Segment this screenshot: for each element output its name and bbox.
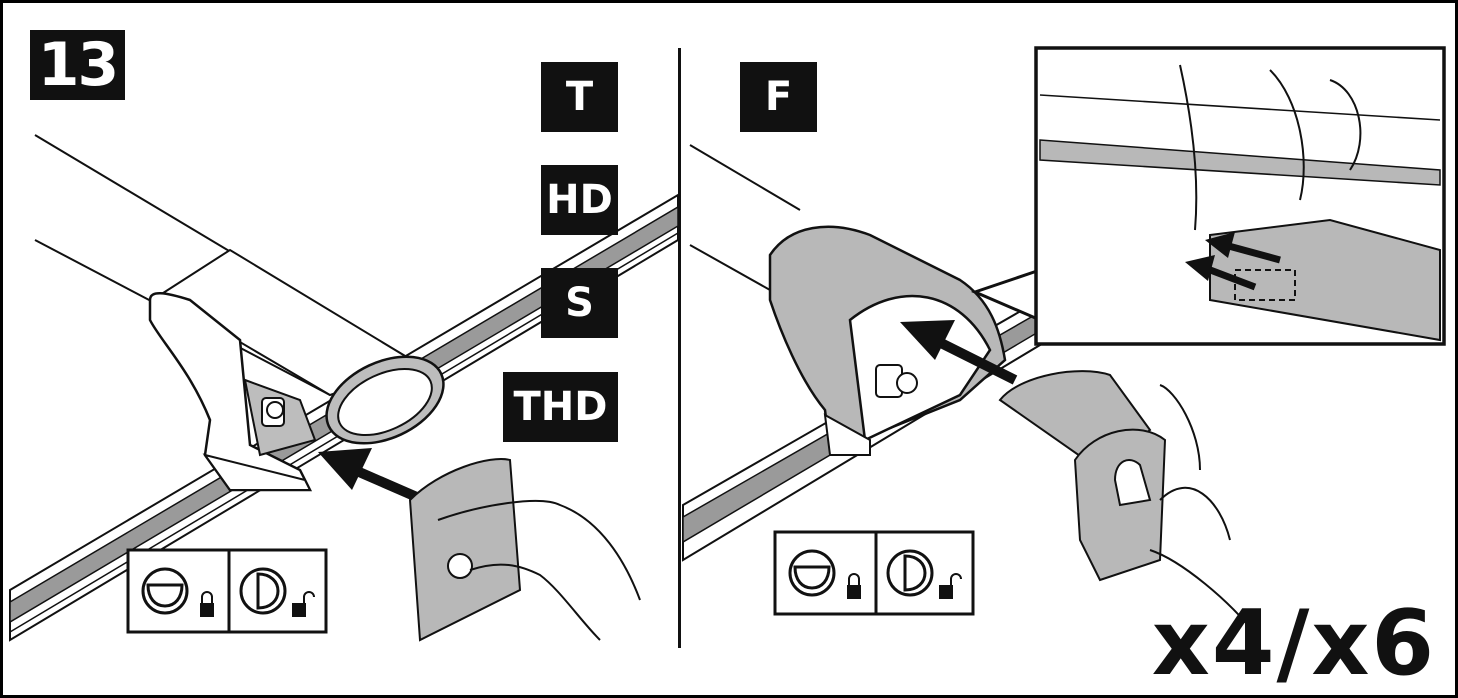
horizontal-slot-locked-icon [788,549,861,599]
right-foot [768,225,1007,456]
quantity-label: x4/x6 [1151,591,1436,696]
variant-tag-thd: THD [503,372,618,442]
right-hand-with-cap [998,370,1261,641]
variant-tag-t: T [541,62,618,132]
panel-divider [678,48,681,648]
left-hand-with-cap [408,458,641,642]
left-lock-panel [126,548,328,634]
right-lock-panel [773,530,975,616]
right-crossbar [689,144,801,291]
left-end-cap [325,355,445,445]
variant-tag-hd: HD [541,165,618,235]
horizontal-slot-locked-icon [141,567,214,617]
variant-tag-s: S [541,268,618,338]
detail-arrow [1185,232,1281,291]
insert-arrow-right [900,320,1018,385]
detail-callout [970,46,1446,346]
left-foot [148,292,317,492]
vertical-slot-unlocked-icon [886,549,962,599]
step-number: 13 [30,30,125,100]
variant-tag-f: F [740,62,817,132]
vertical-slot-unlocked-icon [239,567,315,617]
